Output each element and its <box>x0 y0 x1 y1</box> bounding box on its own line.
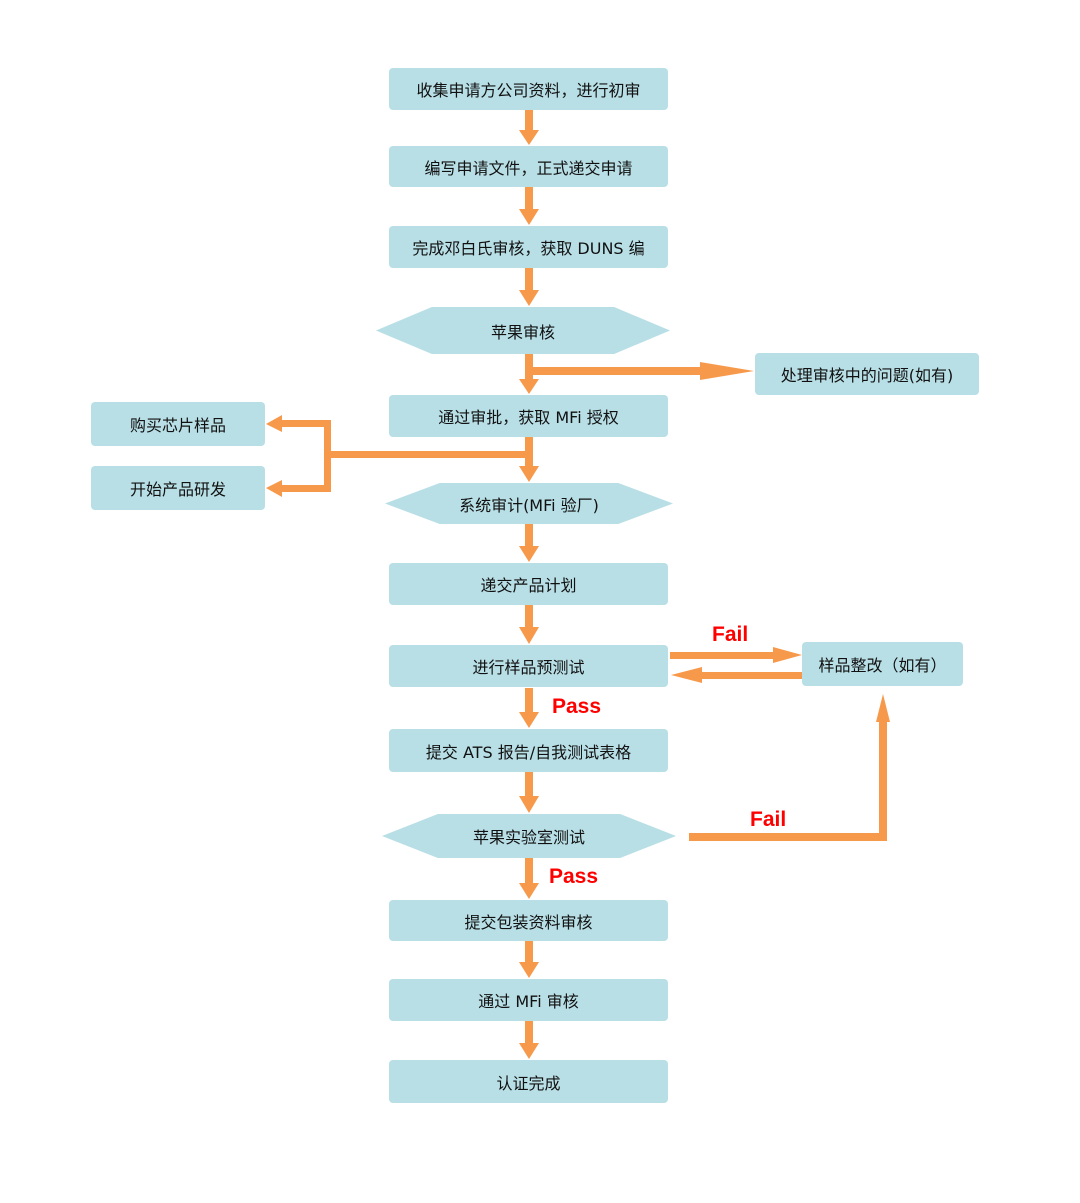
decision-apple-lab-test: 苹果实验室测试 <box>382 814 676 858</box>
decision-system-audit: 系统审计(MFi 验厂) <box>385 483 673 524</box>
step-certification-complete: 认证完成 <box>389 1060 668 1103</box>
step-product-plan: 递交产品计划 <box>389 563 668 605</box>
decision-apple-review: 苹果审核 <box>376 307 670 354</box>
step-sample-pretest: 进行样品预测试 <box>389 645 668 687</box>
step-mfi-authorization: 通过审批，获取 MFi 授权 <box>389 395 668 437</box>
side-buy-chips: 购买芯片样品 <box>91 402 265 446</box>
step-duns: 完成邓白氏审核，获取 DUNS 编 <box>389 226 668 268</box>
label-fail-labtest: Fail <box>750 808 787 831</box>
step-mfi-approved: 通过 MFi 审核 <box>389 979 668 1021</box>
side-review-issue: 处理审核中的问题(如有) <box>755 353 979 395</box>
side-sample-fix: 样品整改（如有） <box>802 642 963 686</box>
step-submit-application: 编写申请文件，正式递交申请 <box>389 146 668 187</box>
step-packaging-review: 提交包装资料审核 <box>389 900 668 941</box>
label-fail-pretest: Fail <box>712 623 749 646</box>
step-collect-info: 收集申请方公司资料，进行初审 <box>389 68 668 110</box>
label-pass-pretest: Pass <box>552 695 602 718</box>
step-ats-report: 提交 ATS 报告/自我测试表格 <box>389 729 668 772</box>
label-pass-labtest: Pass <box>549 865 599 888</box>
side-start-dev: 开始产品研发 <box>91 466 265 510</box>
